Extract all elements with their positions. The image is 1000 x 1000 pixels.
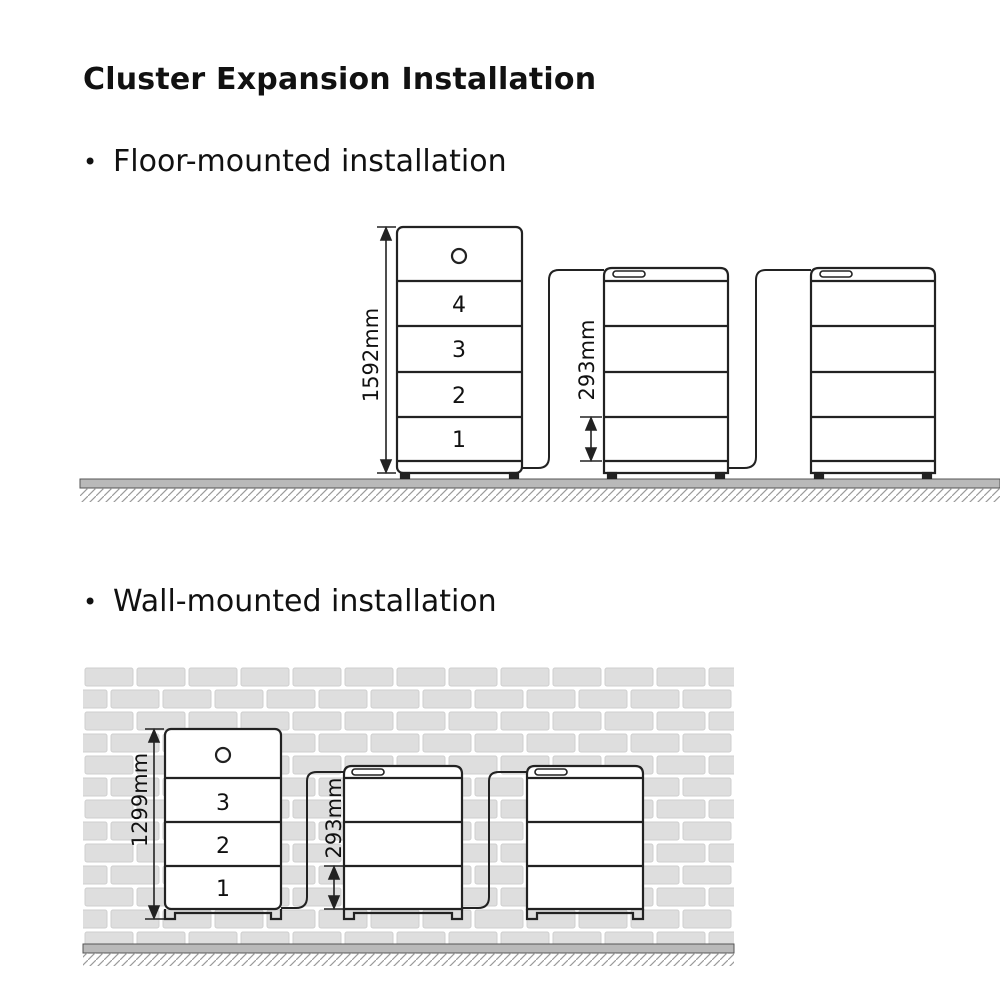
floor-diagram: 4 3 2 1 1592mm bbox=[79, 225, 1000, 502]
module-number: 2 bbox=[216, 834, 230, 859]
module-number: 3 bbox=[216, 791, 230, 816]
wall-mounted-label: Wall-mounted installation bbox=[113, 584, 497, 619]
connection-cable bbox=[728, 269, 811, 469]
expansion-cabinet bbox=[809, 266, 937, 480]
module-number: 1 bbox=[452, 428, 466, 453]
power-button-icon bbox=[450, 247, 468, 265]
main-battery-tower bbox=[395, 225, 524, 480]
wall-ground bbox=[82, 943, 735, 954]
height-dimension bbox=[377, 225, 396, 475]
module-number: 1 bbox=[216, 877, 230, 902]
wall-diagram: 3 2 1 1299mm bbox=[82, 666, 735, 966]
module-number: 3 bbox=[452, 338, 466, 363]
module-number: 4 bbox=[452, 293, 466, 318]
gap-label: 293mm bbox=[322, 778, 346, 859]
gap-label: 293mm bbox=[575, 320, 599, 401]
height-label: 1299mm bbox=[128, 753, 152, 847]
floor-ground bbox=[79, 478, 1000, 489]
wall-ground-hatch bbox=[83, 953, 734, 966]
floor-mounted-label: Floor-mounted installation bbox=[113, 144, 507, 179]
power-button-icon bbox=[214, 746, 232, 764]
page-title: Cluster Expansion Installation bbox=[83, 62, 597, 97]
floor-mounted-heading: • Floor-mounted installation bbox=[83, 144, 507, 179]
expansion-cabinet bbox=[525, 764, 645, 921]
connection-cable bbox=[522, 269, 604, 469]
height-dimension bbox=[145, 727, 164, 921]
floor-hatch bbox=[80, 488, 1000, 502]
gap-dimension bbox=[324, 864, 343, 911]
expansion-cabinet bbox=[342, 764, 464, 921]
expansion-cabinet bbox=[602, 266, 730, 480]
main-battery-tower bbox=[163, 727, 283, 921]
connection-cable bbox=[281, 771, 344, 909]
height-label: 1592mm bbox=[359, 308, 383, 402]
wall-mounted-heading: • Wall-mounted installation bbox=[83, 584, 497, 619]
bullet-icon: • bbox=[83, 587, 98, 616]
connection-cable bbox=[462, 771, 527, 909]
bullet-icon: • bbox=[83, 147, 98, 176]
module-number: 2 bbox=[452, 384, 466, 409]
gap-dimension bbox=[580, 415, 602, 463]
